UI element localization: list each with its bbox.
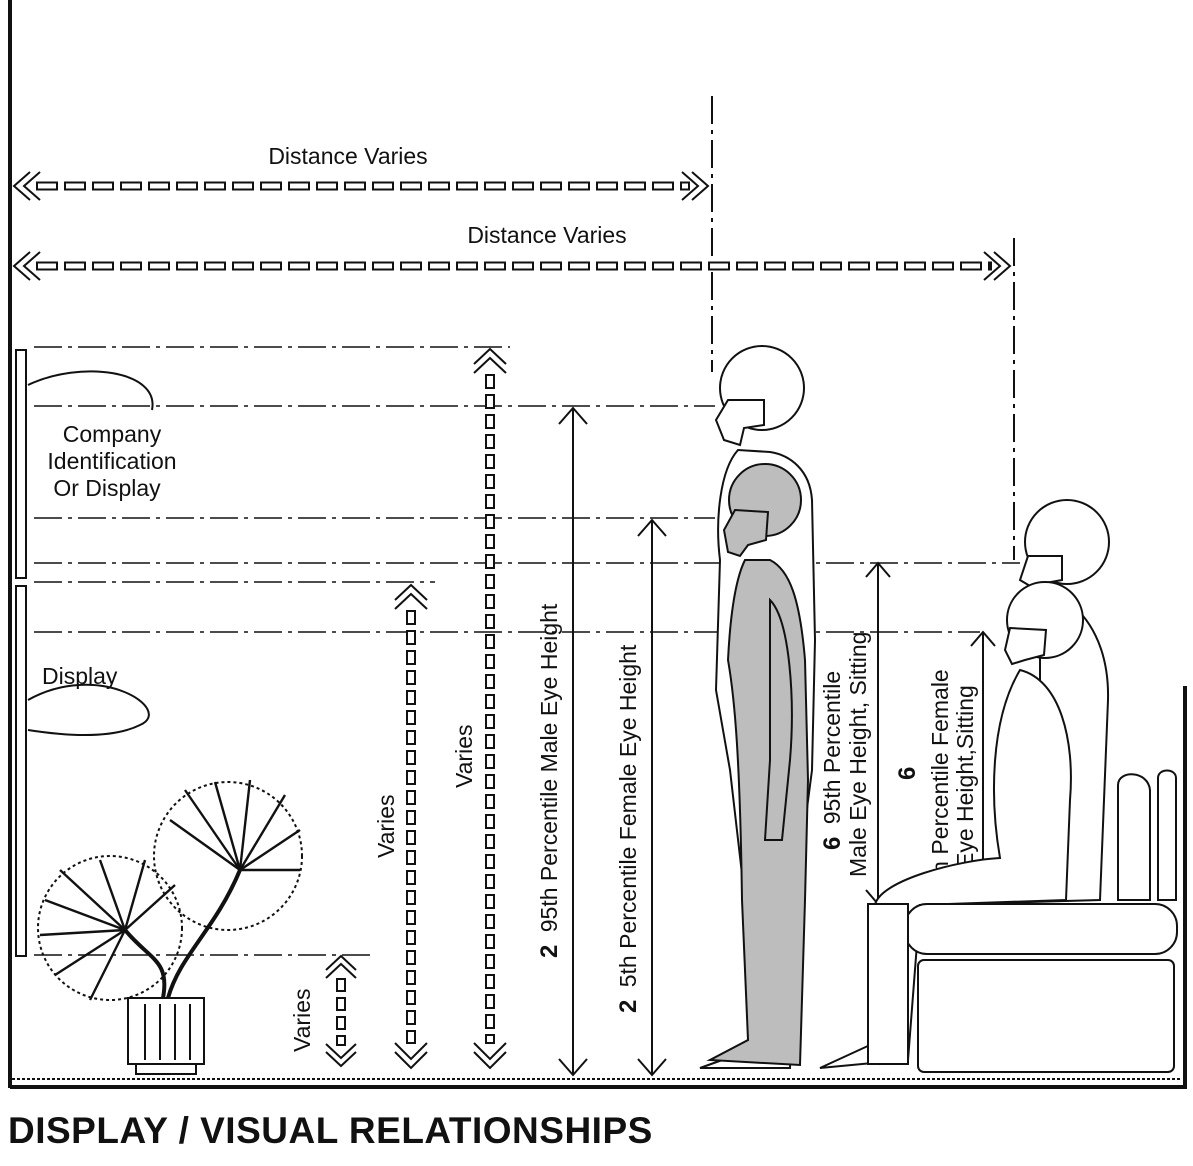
wall-display-panels [15,349,154,957]
bench [867,769,1178,1073]
company-label-2: Identification [47,448,176,474]
varies-arrow-left [325,954,357,1068]
female-eye-height-arrow [637,518,667,1077]
varies-arrow-mid [394,583,428,1070]
female-eye-height-label: 2 5th Percentile Female Eye Height [615,644,642,1013]
distance-arrow-bottom [12,238,1015,560]
seated-female-figure [873,581,1084,1066]
female-sitting-label-2: Eye Height,Sitting [952,685,978,868]
varies-label-left: Varies [289,989,315,1053]
reference-lines [34,346,1020,956]
distance-label-top: Distance Varies [268,143,427,169]
varies-label-mid: Varies [373,795,399,859]
standing-female-figure [706,463,810,1067]
page-title: DISPLAY / VISUAL RELATIONSHIPS [8,1110,653,1151]
male-sitting-label-2: Male Eye Height, Sitting [845,632,871,877]
room-outline [8,0,1187,1089]
varies-label-right: Varies [451,725,477,789]
male-eye-height-label: 2 95th Percentile Male Eye Height [536,603,563,958]
male-eye-height-arrow [558,406,588,1077]
display-label: Display [42,663,118,689]
potted-plant [37,779,303,1075]
company-label-3: Or Display [53,475,161,501]
varies-arrow-right [473,347,507,1070]
distance-label-bottom: Distance Varies [467,222,626,248]
distance-arrow-top [12,96,713,372]
male-sitting-label-1: 6 95th Percentile [819,671,846,850]
female-sitting-label-1: 5th Percentile Female [927,669,953,893]
company-label-1: Company [63,421,162,447]
female-sitting-number: 6 [894,767,921,780]
